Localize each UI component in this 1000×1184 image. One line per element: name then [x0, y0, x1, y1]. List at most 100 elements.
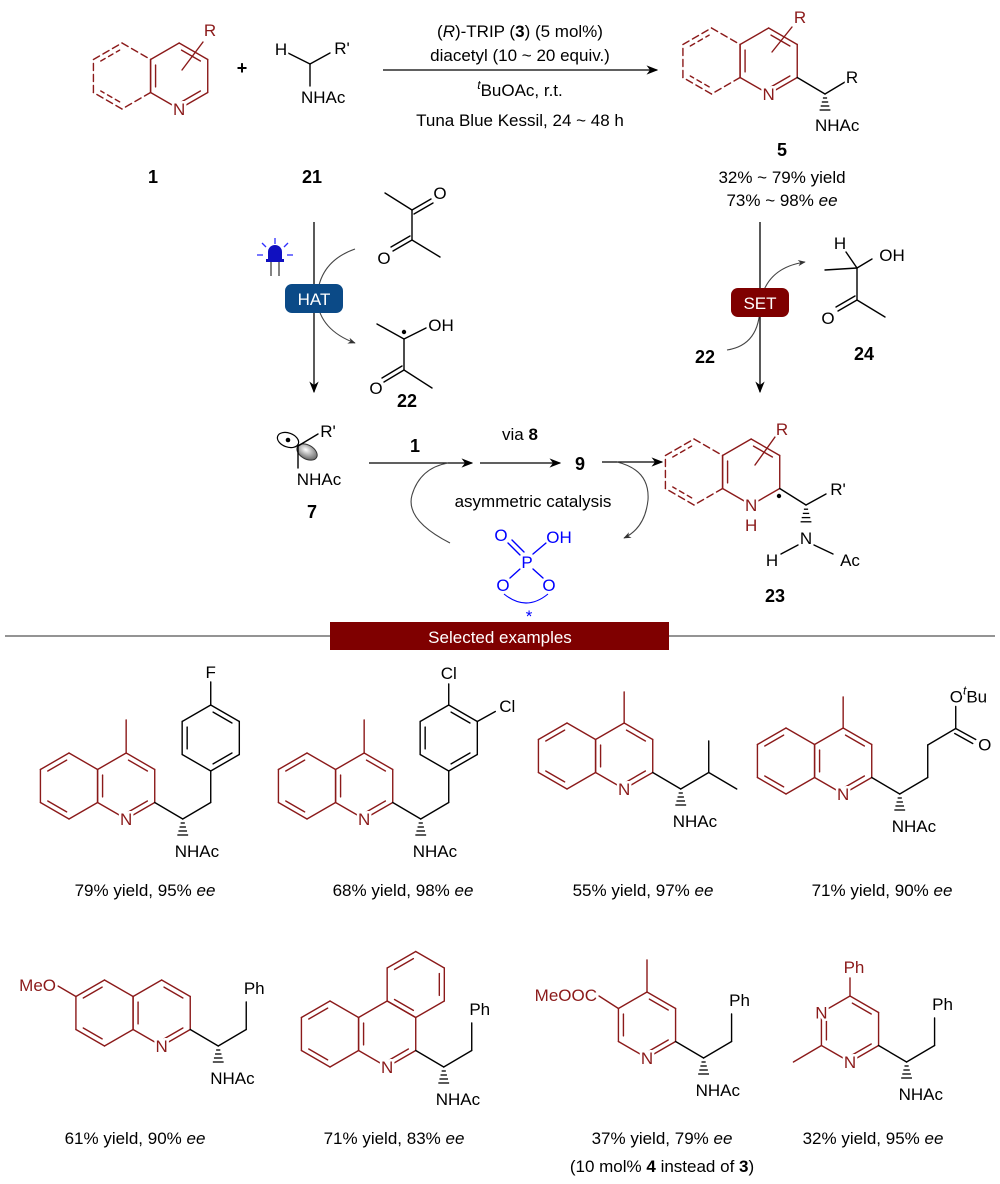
- hat-badge: [285, 284, 343, 313]
- yield-ee-result-part: ee: [924, 1129, 943, 1148]
- pyridine-ring: [721, 438, 781, 506]
- bond: [796, 76, 826, 95]
- ring-bond: [149, 42, 180, 61]
- oxygen-label-part: O: [494, 526, 507, 545]
- bond: [384, 192, 413, 211]
- double-bond-line: [770, 75, 791, 88]
- ring-bond: [68, 752, 99, 771]
- ee-range: 73% ~ 98% ee: [726, 191, 837, 210]
- nhac-label: NHAc: [413, 842, 458, 861]
- ring-bond: [132, 1028, 163, 1047]
- yield-ee-result-part: 71% yield, 83%: [324, 1129, 446, 1148]
- ring-bond: [739, 27, 770, 46]
- oxygen-label: O: [369, 379, 382, 398]
- bond: [652, 771, 682, 790]
- bond: [813, 544, 834, 555]
- catalyst-note: (10 mol% 4 instead of 3): [570, 1157, 754, 1176]
- r-substituent-label-part: R: [204, 21, 216, 40]
- benzo-ring: [300, 1000, 360, 1068]
- double-bond-line: [545, 770, 566, 783]
- bond: [392, 801, 422, 820]
- nitrogen-label-part: N: [358, 810, 370, 829]
- hashed-wedge-bond: [675, 792, 687, 806]
- yield-ee-result-part: ee: [196, 881, 215, 900]
- ring-bond: [646, 991, 677, 1010]
- phenyl-label: Ph: [844, 958, 865, 977]
- bond: [413, 202, 434, 215]
- ring-bond: [594, 722, 625, 741]
- set-badge: [731, 288, 789, 317]
- bond: [411, 198, 432, 211]
- ring-bond: [813, 776, 844, 795]
- oxygen-label-part: O: [821, 309, 834, 328]
- yield-ee-result-part: ee: [694, 881, 713, 900]
- compound-label-9: 9: [575, 454, 585, 474]
- methoxy-label: MeO: [19, 976, 56, 995]
- pyridine-ring: [132, 979, 191, 1047]
- solvent-condition: tBuOAc, r.t.: [477, 78, 563, 100]
- double-bond-line: [625, 729, 647, 742]
- ring-bond: [181, 753, 212, 772]
- ring-bond: [96, 752, 127, 771]
- compound-label-21: 21: [302, 167, 322, 187]
- hydrogen-label: H: [275, 40, 287, 59]
- phenyl-label-part: Ph: [932, 995, 953, 1014]
- double-bond-line: [127, 800, 149, 813]
- nhac-label-part: NHAc: [413, 842, 458, 861]
- double-bond-line: [308, 1007, 329, 1020]
- radical-dot: [776, 493, 782, 499]
- solvent-condition-part: BuOAc, r.t.: [481, 81, 563, 100]
- bond: [420, 801, 450, 820]
- bond: [927, 727, 957, 746]
- methyl-ester-label-part: MeOOC: [535, 986, 597, 1005]
- double-bond-line: [672, 486, 693, 499]
- double-bond-line: [764, 734, 785, 747]
- double-bond-line: [308, 1048, 329, 1061]
- nitrogen-label: N: [844, 1053, 856, 1072]
- nitrogen-label-part: N: [763, 85, 775, 104]
- bond: [392, 239, 413, 252]
- catalyst-condition-part: (: [437, 22, 443, 41]
- double-bond-line: [764, 775, 785, 788]
- yield-ee-result-part: ee: [186, 1129, 205, 1148]
- bond: [955, 727, 977, 741]
- ring-bond: [537, 722, 568, 741]
- r-substituent-label: R: [776, 420, 788, 439]
- ester-bond: [598, 995, 620, 1010]
- yield-ee-result: 61% yield, 90% ee: [65, 1129, 206, 1148]
- double-bond-line: [82, 986, 103, 999]
- radical-dot: [401, 329, 407, 335]
- ring-bond: [448, 753, 479, 772]
- double-bond-line: [47, 759, 68, 772]
- ring-bond: [334, 801, 365, 820]
- pyridine-ring: [617, 991, 677, 1059]
- phenyl-label: Ph: [469, 1000, 490, 1019]
- bond: [376, 323, 405, 340]
- chlorine-label-part: Cl: [441, 664, 457, 683]
- compound-label-22: 22: [397, 391, 417, 411]
- oxygen-label-part: O: [369, 379, 382, 398]
- diacetyl-condition-part: diacetyl (10 ~ 20 equiv.): [430, 46, 610, 65]
- r-prime-label-part: R': [830, 480, 846, 499]
- phenyl-label: Ph: [729, 991, 750, 1010]
- ring-bond: [693, 438, 724, 457]
- ring-bond: [160, 1028, 191, 1047]
- nhac-label-part: NHAc: [210, 1069, 255, 1088]
- nhac-label: NHAc: [175, 842, 220, 861]
- tert-butoxy-label-part: Bu: [966, 687, 987, 706]
- hat-badge-label: HAT: [298, 290, 331, 309]
- double-bond-line: [672, 445, 693, 458]
- ring-bond: [121, 91, 152, 110]
- nitrogen-label-part: N: [156, 1037, 168, 1056]
- aryl-ring: [181, 704, 241, 772]
- ring-bond: [682, 76, 713, 95]
- ring-bond: [756, 727, 787, 746]
- r-chain-label: R: [846, 68, 858, 87]
- reagent-label-1: 1: [410, 436, 420, 456]
- catalyst-condition-part: R: [443, 22, 455, 41]
- double-bond-line: [100, 49, 121, 62]
- nitrogen-label: N: [358, 810, 370, 829]
- ring-bond: [594, 771, 625, 790]
- bond: [877, 1044, 908, 1063]
- fluorine-label: F: [206, 663, 216, 682]
